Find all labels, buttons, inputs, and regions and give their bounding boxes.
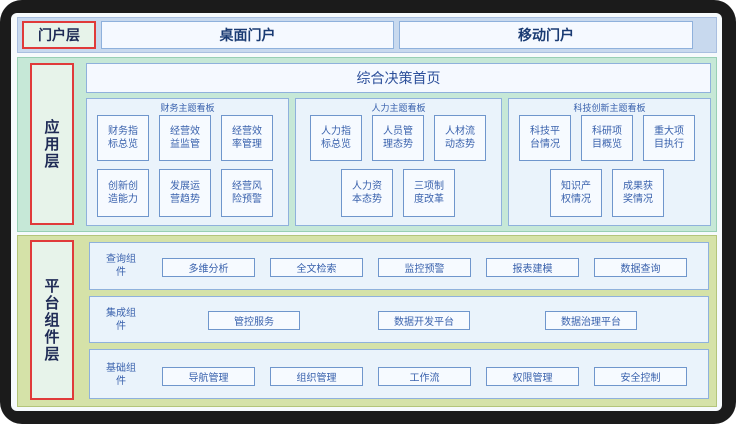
finance-panel-title: 财务主题看板 (160, 104, 215, 114)
tech-item: 科研项目概览 (581, 115, 633, 161)
integration-component-row: 集成组件 管控服务 数据开发平台 数据治理平台 (89, 296, 709, 343)
hr-panel: 人力主题看板 人力指标总览 人员管理态势 人材流动态势 人力资本态势 三项制度改… (295, 98, 502, 226)
component-item: 多维分析 (162, 258, 255, 277)
component-item: 管控服务 (208, 311, 300, 330)
application-layer-label: 应用层 (30, 63, 74, 225)
integration-group-label: 集成组件 (106, 308, 136, 332)
finance-item: 经营效率管理 (221, 115, 273, 161)
component-item: 报表建模 (486, 258, 579, 277)
hr-item: 人力指标总览 (310, 115, 362, 161)
application-layer: 应用层 综合决策首页 财务主题看板 财务指标总览 经营效益监管 经营效率管理 创… (17, 57, 717, 232)
component-item: 组织管理 (270, 367, 363, 386)
portal-layer-label: 门户层 (22, 21, 96, 49)
basic-component-row: 基础组件 导航管理 组织管理 工作流 权限管理 安全控制 (89, 349, 709, 399)
query-component-row: 查询组件 多维分析 全文检索 监控预警 报表建模 数据查询 (89, 242, 709, 290)
platform-layer-label-text: 平台组件层 (42, 277, 61, 363)
mobile-portal: 移动门户 (399, 21, 693, 49)
finance-item: 发展运营趋势 (159, 169, 211, 217)
tech-panel: 科技创新主题看板 科技平台情况 科研项目概览 重大项目执行 知识产权情况 成果获… (508, 98, 711, 226)
desktop-portal: 桌面门户 (101, 21, 394, 49)
application-layer-label-text: 应用层 (42, 118, 61, 170)
component-item: 安全控制 (594, 367, 687, 386)
screen: 门户层 桌面门户 移动门户 应用层 综合决策首页 财务主题看板 财务指标总览 经… (11, 13, 722, 411)
component-item: 数据治理平台 (545, 311, 637, 330)
basic-group-label: 基础组件 (106, 363, 136, 387)
decision-home-header: 综合决策首页 (86, 63, 711, 93)
hr-item: 人员管理态势 (372, 115, 424, 161)
finance-item: 创新创造能力 (97, 169, 149, 217)
finance-item: 财务指标总览 (97, 115, 149, 161)
component-item: 工作流 (378, 367, 471, 386)
component-item: 权限管理 (486, 367, 579, 386)
query-group-label: 查询组件 (106, 254, 136, 278)
tech-item: 重大项目执行 (643, 115, 695, 161)
finance-item: 经营风险预警 (221, 169, 273, 217)
hr-item: 人力资本态势 (341, 169, 393, 217)
component-item: 导航管理 (162, 367, 255, 386)
hr-item: 三项制度改革 (403, 169, 455, 217)
component-item: 数据开发平台 (378, 311, 470, 330)
portal-layer: 门户层 桌面门户 移动门户 (17, 17, 717, 53)
hr-item: 人材流动态势 (434, 115, 486, 161)
finance-panel: 财务主题看板 财务指标总览 经营效益监管 经营效率管理 创新创造能力 发展运营趋… (86, 98, 289, 226)
platform-layer-label: 平台组件层 (30, 240, 74, 400)
tech-panel-title: 科技创新主题看板 (573, 104, 646, 114)
component-item: 全文检索 (270, 258, 363, 277)
tech-item: 科技平台情况 (519, 115, 571, 161)
tech-item: 知识产权情况 (550, 169, 602, 217)
component-item: 数据查询 (594, 258, 687, 277)
tech-item: 成果获奖情况 (612, 169, 664, 217)
finance-item: 经营效益监管 (159, 115, 211, 161)
hr-panel-title: 人力主题看板 (371, 104, 426, 114)
platform-layer: 平台组件层 查询组件 多维分析 全文检索 监控预警 报表建模 数据查询 集成组件… (17, 235, 717, 407)
component-item: 监控预警 (378, 258, 471, 277)
